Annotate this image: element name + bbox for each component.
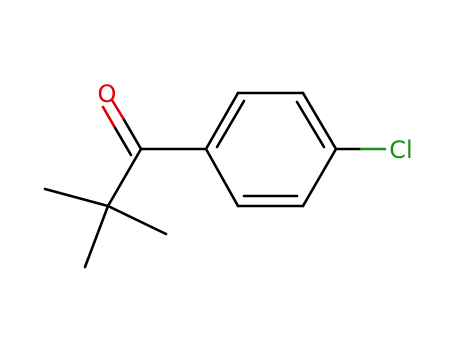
- ring-inner-bond-1: [215, 99, 246, 149]
- ring-inner-bond-2: [295, 100, 326, 149]
- methyl-bond-right: [106, 204, 168, 236]
- ring-bond-1: [204, 91, 240, 151]
- ring-bond-4: [301, 147, 338, 208]
- carbonyl-double-bond-a-red: [110, 98, 125, 120]
- chlorine-atom-label: Cl: [389, 136, 412, 164]
- methyl-bond-down: [83, 204, 110, 269]
- carbonyl-tbutyl-bond: [106, 147, 143, 208]
- carbonyl-double-bond-a: [121, 116, 143, 151]
- methyl-bond-left: [43, 187, 110, 208]
- carbonyl-double-bond-b-red: [101, 105, 116, 128]
- oxygen-atom-label: O: [98, 80, 117, 108]
- ring-bond-3: [301, 91, 338, 151]
- carbonyl-double-bond-b: [112, 124, 133, 157]
- ring-bond-6: [204, 147, 240, 208]
